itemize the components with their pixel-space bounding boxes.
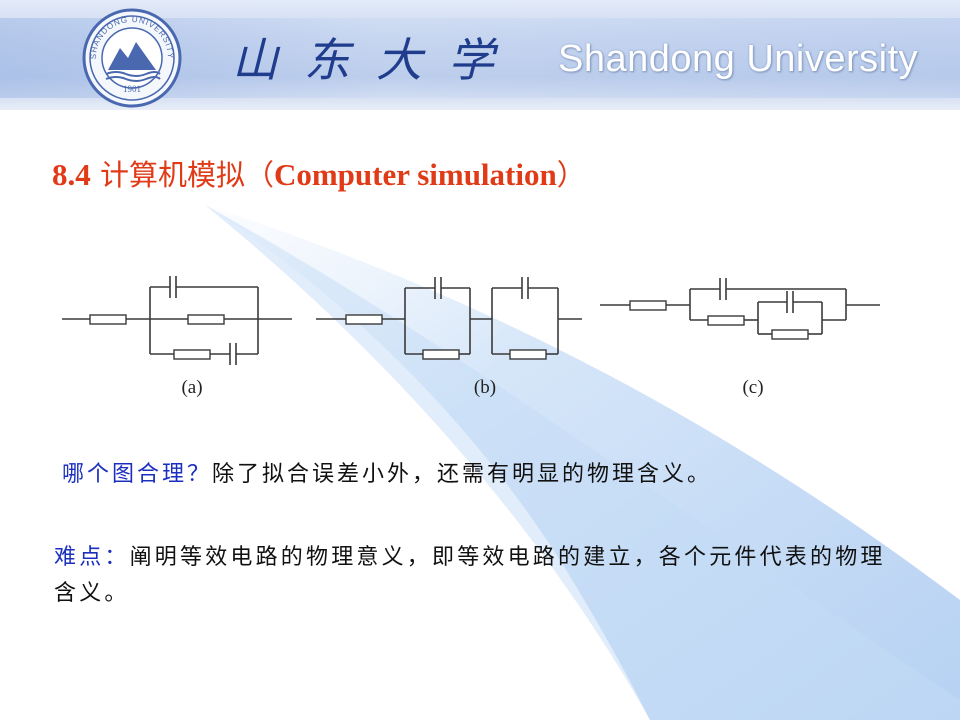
circuit-label-c: (c) (742, 377, 763, 398)
resistor (771, 329, 809, 340)
resistor (422, 349, 460, 360)
logo-year: 1901 (123, 84, 141, 94)
slide-title: 8.4 计算机模拟（Computer simulation） (52, 152, 586, 194)
question-answer: 除了拟合误差小外，还需有明显的物理含义。 (212, 462, 713, 487)
title-english: Computer simulation (273, 157, 557, 192)
question-line: 哪个图合理？除了拟合误差小外，还需有明显的物理含义。 (62, 456, 712, 488)
question-prompt: 哪个图合理？ (62, 462, 213, 487)
resistor (629, 300, 667, 311)
circuit-b (316, 277, 582, 360)
circuit-a (62, 276, 292, 365)
calligraphy-text: 山东大学 (232, 33, 520, 87)
title-close-paren: ） (556, 158, 586, 192)
difficulty-paragraph: 难点：阐明等效电路的物理意义，即等效电路的建立，各个元件代表的物理含义。 (54, 540, 894, 612)
university-name: Shandong University (558, 38, 919, 80)
title-number: 8.4 (52, 157, 91, 192)
resistor (509, 349, 547, 360)
circuit-c (600, 278, 880, 340)
calligraphy-logo: 山东大学 (232, 33, 520, 87)
resistor (173, 349, 211, 360)
difficulty-text: 阐明等效电路的物理意义，即等效电路的建立，各个元件代表的物理含义。 (54, 545, 886, 606)
title-chinese: 计算机模拟（ (90, 158, 274, 192)
resistor (707, 315, 745, 326)
difficulty-prompt: 难点： (54, 545, 130, 570)
circuit-label-b: (b) (474, 377, 496, 398)
university-logo-icon: 1901 SHANDONG UNIVERSITY (82, 8, 182, 108)
resistor (345, 314, 383, 325)
circuit-label-a: (a) (181, 377, 202, 398)
resistor (89, 314, 127, 325)
equivalent-circuit-diagrams: (a) (b) (c) (62, 276, 880, 398)
resistor (187, 314, 225, 325)
